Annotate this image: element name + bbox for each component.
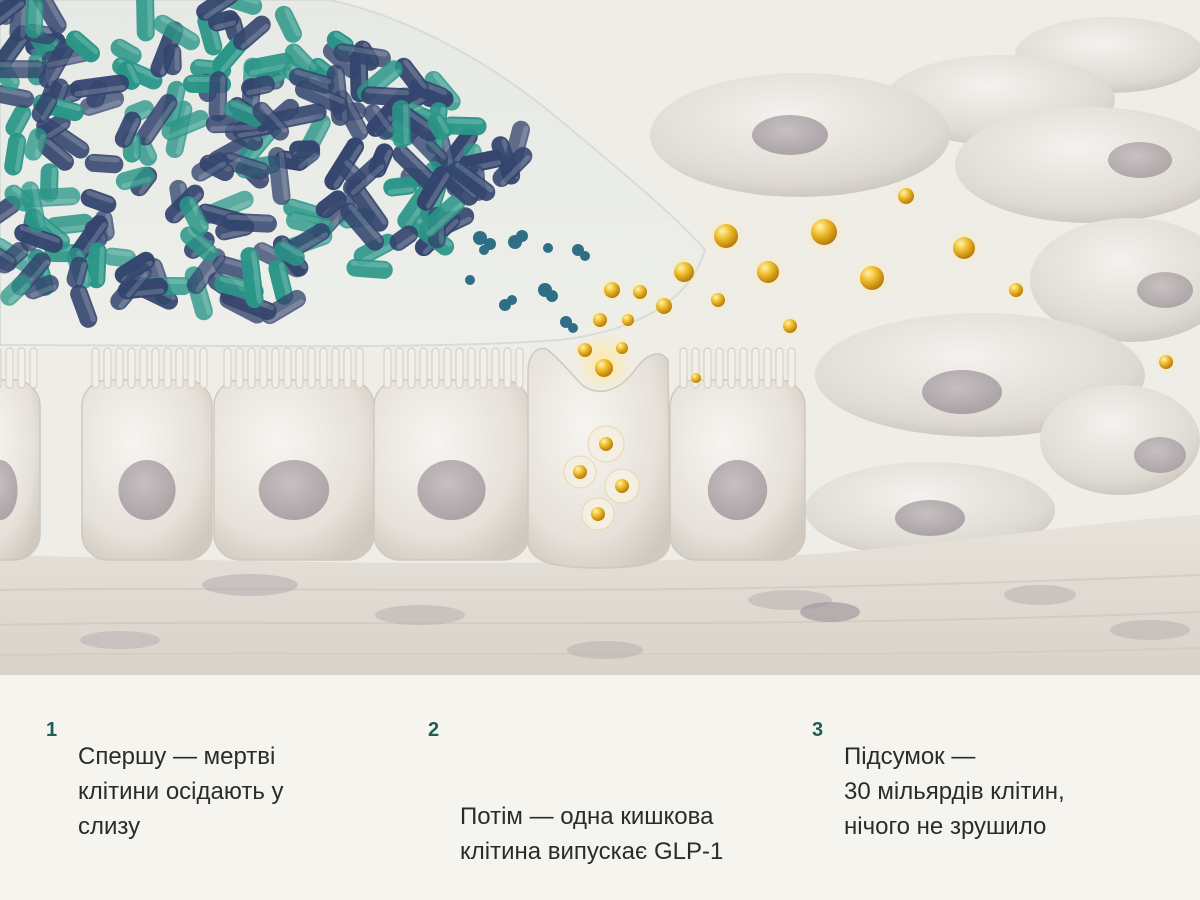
connective-tissue-layer [0,515,1200,675]
bacteria-cluster [0,0,533,328]
step-1-text: Спершу — мертві клітини осідають у слизу [78,739,284,844]
step-1-line-1: Спершу — мертві [78,743,276,770]
enteroendocrine-cell [527,332,671,569]
epithelial-cell-row [0,347,806,561]
squamous-cells [650,17,1200,558]
caption-panel: 1 Спершу — мертві клітини осідають у сли… [0,675,1200,900]
step-2-line-1: Потім — одна кишкова [460,803,714,830]
cell-fragments [465,230,590,333]
gut-lining-illustration [0,0,1200,675]
step-1-line-2: клітини осідають у [78,778,284,805]
step-2-text: Потім — одна кишкова клітина випускає GL… [460,799,723,869]
step-1-number: 1 [46,719,58,741]
step-3-number: 3 [812,719,824,741]
step-2-number: 2 [428,719,440,741]
step-3-line-1: Підсумок — [844,743,976,770]
glp1-droplets [571,180,1180,388]
step-3-line-2: 30 мільярдів клітин, [844,778,1065,805]
step-3-line-3: нічого не зрушило [844,813,1047,840]
step-2-line-2: клітина випускає GLP-1 [460,838,724,865]
step-1-line-3: слизу [78,813,141,840]
step-3-text: Підсумок — 30 мільярдів клітин, нічого н… [844,739,1065,844]
